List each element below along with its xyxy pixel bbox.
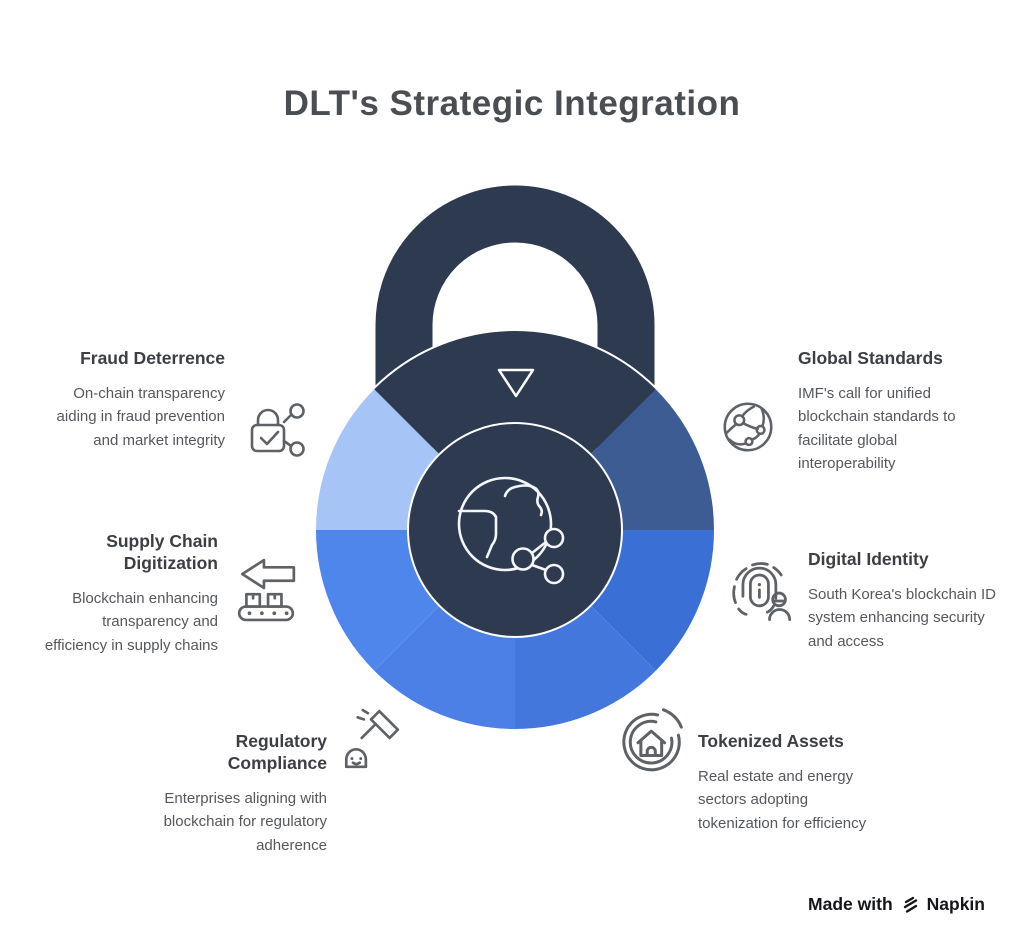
item-title: Global Standards	[798, 348, 943, 368]
item-description: IMF's call for unified blockchain standa…	[798, 385, 956, 472]
item-description: Real estate and energy sectors adopting …	[698, 768, 867, 832]
gavel-compliance-icon	[344, 708, 400, 769]
lock-check-network-icon	[250, 403, 305, 457]
item-description: On-chain transparency aiding in fraud pr…	[56, 385, 225, 449]
item-digital-identity: Digital Identity South Korea's blockchai…	[808, 548, 998, 653]
footer-brand: Napkin	[926, 894, 985, 914]
token-house-icon	[622, 708, 683, 772]
item-regulatory-compliance: Regulatory Compliance Enterprises aligni…	[137, 730, 327, 857]
lock-body-outline	[314, 329, 716, 731]
lock-center-circle	[407, 422, 623, 638]
item-title: Supply Chain Digitization	[106, 531, 218, 574]
item-tokenized-assets: Tokenized Assets Real estate and energy …	[698, 730, 883, 835]
triangle-down-marker	[497, 368, 535, 398]
item-title: Tokenized Assets	[698, 731, 844, 751]
item-description: Enterprises aligning with blockchain for…	[163, 790, 327, 854]
item-title: Digital Identity	[808, 549, 929, 569]
globe-network-nodes-icon	[457, 476, 565, 585]
footer-text: Made with	[808, 894, 893, 914]
item-global-standards: Global Standards IMF's call for unified …	[798, 347, 966, 475]
napkin-logo-icon	[903, 896, 917, 913]
fingerprint-person-icon	[732, 562, 792, 622]
page-title: DLT's Strategic Integration	[283, 84, 741, 123]
item-fraud-deterrence: Fraud Deterrence On-chain transparency a…	[55, 347, 225, 452]
item-supply-chain-digitization: Supply Chain Digitization Blockchain enh…	[40, 530, 218, 657]
item-description: Blockchain enhancing transparency and ef…	[44, 590, 218, 654]
item-title: Fraud Deterrence	[80, 348, 225, 368]
lock-shackle	[375, 185, 655, 468]
conveyor-arrow-icon	[237, 558, 296, 622]
item-title: Regulatory Compliance	[227, 731, 327, 774]
made-with-napkin-badge: Made with Napkin	[808, 894, 985, 915]
globe-network-icon	[723, 402, 773, 452]
item-description: South Korea's blockchain ID system enhan…	[808, 586, 996, 650]
